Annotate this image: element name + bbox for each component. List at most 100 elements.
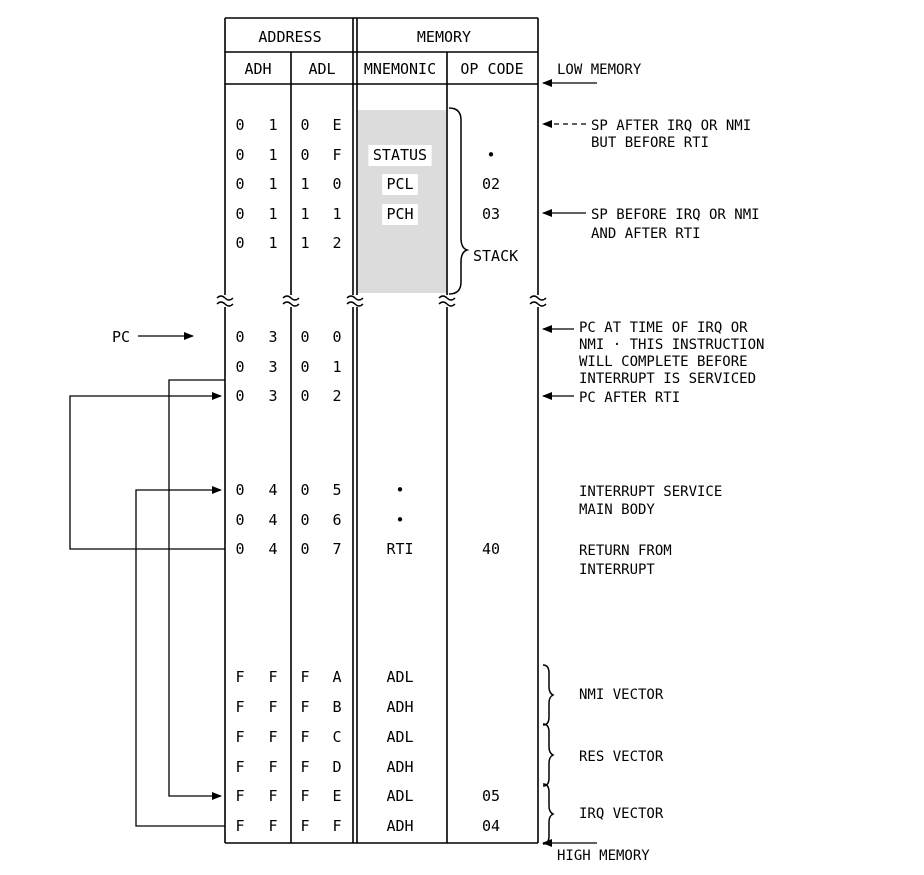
opcode-cell: 04 bbox=[482, 817, 500, 835]
adh-digit-high: F bbox=[235, 787, 244, 805]
mnemonic-cell: ADL bbox=[386, 668, 413, 686]
adh-digit-low: 1 bbox=[268, 146, 277, 164]
adl-digit-high: 0 bbox=[300, 511, 309, 529]
adl-digit-high: F bbox=[300, 787, 309, 805]
adl-digit-low: B bbox=[332, 698, 341, 716]
rti-label-line2: INTERRUPT bbox=[579, 562, 655, 578]
sp-before-label-line2: AND AFTER RTI bbox=[591, 226, 701, 242]
irq-vector-brace bbox=[542, 783, 555, 845]
adl-digit-low: 2 bbox=[332, 387, 341, 405]
adl-digit-high: 0 bbox=[300, 387, 309, 405]
adl-digit-high: 0 bbox=[300, 328, 309, 346]
adh-digit-high: 0 bbox=[235, 358, 244, 376]
adh-digit-low: 1 bbox=[268, 234, 277, 252]
adl-digit-low: A bbox=[332, 668, 341, 686]
stack-label: STACK bbox=[473, 247, 518, 265]
memory-row: 0 3 0 1 bbox=[235, 358, 341, 376]
adl-digit-high: 0 bbox=[300, 146, 309, 164]
mnemonic-cell: ADL bbox=[386, 787, 413, 805]
header-adh: ADH bbox=[244, 60, 271, 78]
irq-vector-label: IRQ VECTOR bbox=[579, 806, 664, 822]
pc-to-irq-vector-line bbox=[168, 379, 225, 800]
adl-digit-high: 1 bbox=[300, 234, 309, 252]
adl-digit-high: 0 bbox=[300, 116, 309, 134]
adh-digit-high: 0 bbox=[235, 175, 244, 193]
adh-digit-high: 0 bbox=[235, 328, 244, 346]
stack-shaded-area bbox=[358, 110, 446, 293]
adh-digit-low: F bbox=[268, 787, 277, 805]
adl-digit-low: F bbox=[332, 146, 341, 164]
adh-digit-low: 3 bbox=[268, 328, 277, 346]
mnemonic-label-box bbox=[382, 204, 418, 225]
pc-label: PC bbox=[112, 328, 130, 346]
adl-digit-high: 0 bbox=[300, 358, 309, 376]
mnemonic-cell: • bbox=[395, 511, 404, 529]
adh-digit-high: 0 bbox=[235, 511, 244, 529]
adl-digit-low: 2 bbox=[332, 234, 341, 252]
nmi-vector-label: NMI VECTOR bbox=[579, 687, 664, 703]
adl-digit-low: 6 bbox=[332, 511, 341, 529]
pc-time-label-line2: NMI · THIS INSTRUCTION bbox=[579, 337, 764, 353]
mnemonic-cell: ADH bbox=[386, 698, 413, 716]
res-vector-label: RES VECTOR bbox=[579, 749, 664, 765]
adl-digit-low: E bbox=[332, 116, 341, 134]
rti-return-line bbox=[69, 392, 225, 550]
mnemonic-label-box bbox=[368, 145, 432, 166]
adl-digit-high: 0 bbox=[300, 481, 309, 499]
adh-digit-low: F bbox=[268, 817, 277, 835]
adl-digit-low: 1 bbox=[332, 358, 341, 376]
rti-label-line1: RETURN FROM bbox=[579, 543, 672, 559]
adh-digit-low: 1 bbox=[268, 205, 277, 223]
adh-digit-high: F bbox=[235, 817, 244, 835]
mnemonic-cell: PCL bbox=[386, 175, 413, 193]
nmi-vector-brace bbox=[542, 664, 555, 726]
break-marks bbox=[216, 295, 547, 307]
table-frame bbox=[224, 17, 539, 844]
adh-digit-high: 0 bbox=[235, 234, 244, 252]
adh-digit-low: 4 bbox=[268, 481, 277, 499]
flow-lines bbox=[69, 379, 225, 827]
pc-time-label-line1: PC AT TIME OF IRQ OR bbox=[579, 320, 748, 336]
pc-time-label-line3: WILL COMPLETE BEFORE bbox=[579, 354, 748, 370]
stack-brace bbox=[448, 107, 470, 295]
mnemonic-cell: • bbox=[395, 481, 404, 499]
adh-digit-low: F bbox=[268, 728, 277, 746]
adl-digit-high: F bbox=[300, 728, 309, 746]
adh-digit-high: 0 bbox=[235, 205, 244, 223]
memory-row: 0 1 1 2 bbox=[235, 234, 341, 252]
pc-time-label-line4: INTERRUPT IS SERVICED bbox=[579, 371, 756, 387]
adh-digit-high: F bbox=[235, 758, 244, 776]
high-memory-label: HIGH MEMORY bbox=[557, 848, 650, 864]
adl-digit-high: F bbox=[300, 698, 309, 716]
header-memory: MEMORY bbox=[417, 28, 471, 46]
irq-vector-to-service-line bbox=[135, 486, 225, 827]
mnemonic-cell: ADH bbox=[386, 758, 413, 776]
adh-digit-low: 3 bbox=[268, 358, 277, 376]
isr-label-line1: INTERRUPT SERVICE bbox=[579, 484, 722, 500]
adl-digit-high: 1 bbox=[300, 205, 309, 223]
adl-digit-low: C bbox=[332, 728, 341, 746]
adl-digit-low: E bbox=[332, 787, 341, 805]
adh-digit-high: 0 bbox=[235, 387, 244, 405]
header-address: ADDRESS bbox=[258, 28, 321, 46]
adh-digit-low: 4 bbox=[268, 540, 277, 558]
adh-digit-high: F bbox=[235, 668, 244, 686]
sp-before-label-line1: SP BEFORE IRQ OR NMI bbox=[591, 207, 760, 223]
mnemonic-cell: STATUS bbox=[373, 146, 427, 164]
header-opcode: OP CODE bbox=[460, 60, 523, 78]
adl-digit-high: 1 bbox=[300, 175, 309, 193]
opcode-cell: • bbox=[486, 146, 495, 164]
adl-digit-low: 5 bbox=[332, 481, 341, 499]
adh-digit-low: 1 bbox=[268, 175, 277, 193]
low-memory-label: LOW MEMORY bbox=[557, 62, 642, 78]
res-vector-brace bbox=[542, 723, 555, 787]
